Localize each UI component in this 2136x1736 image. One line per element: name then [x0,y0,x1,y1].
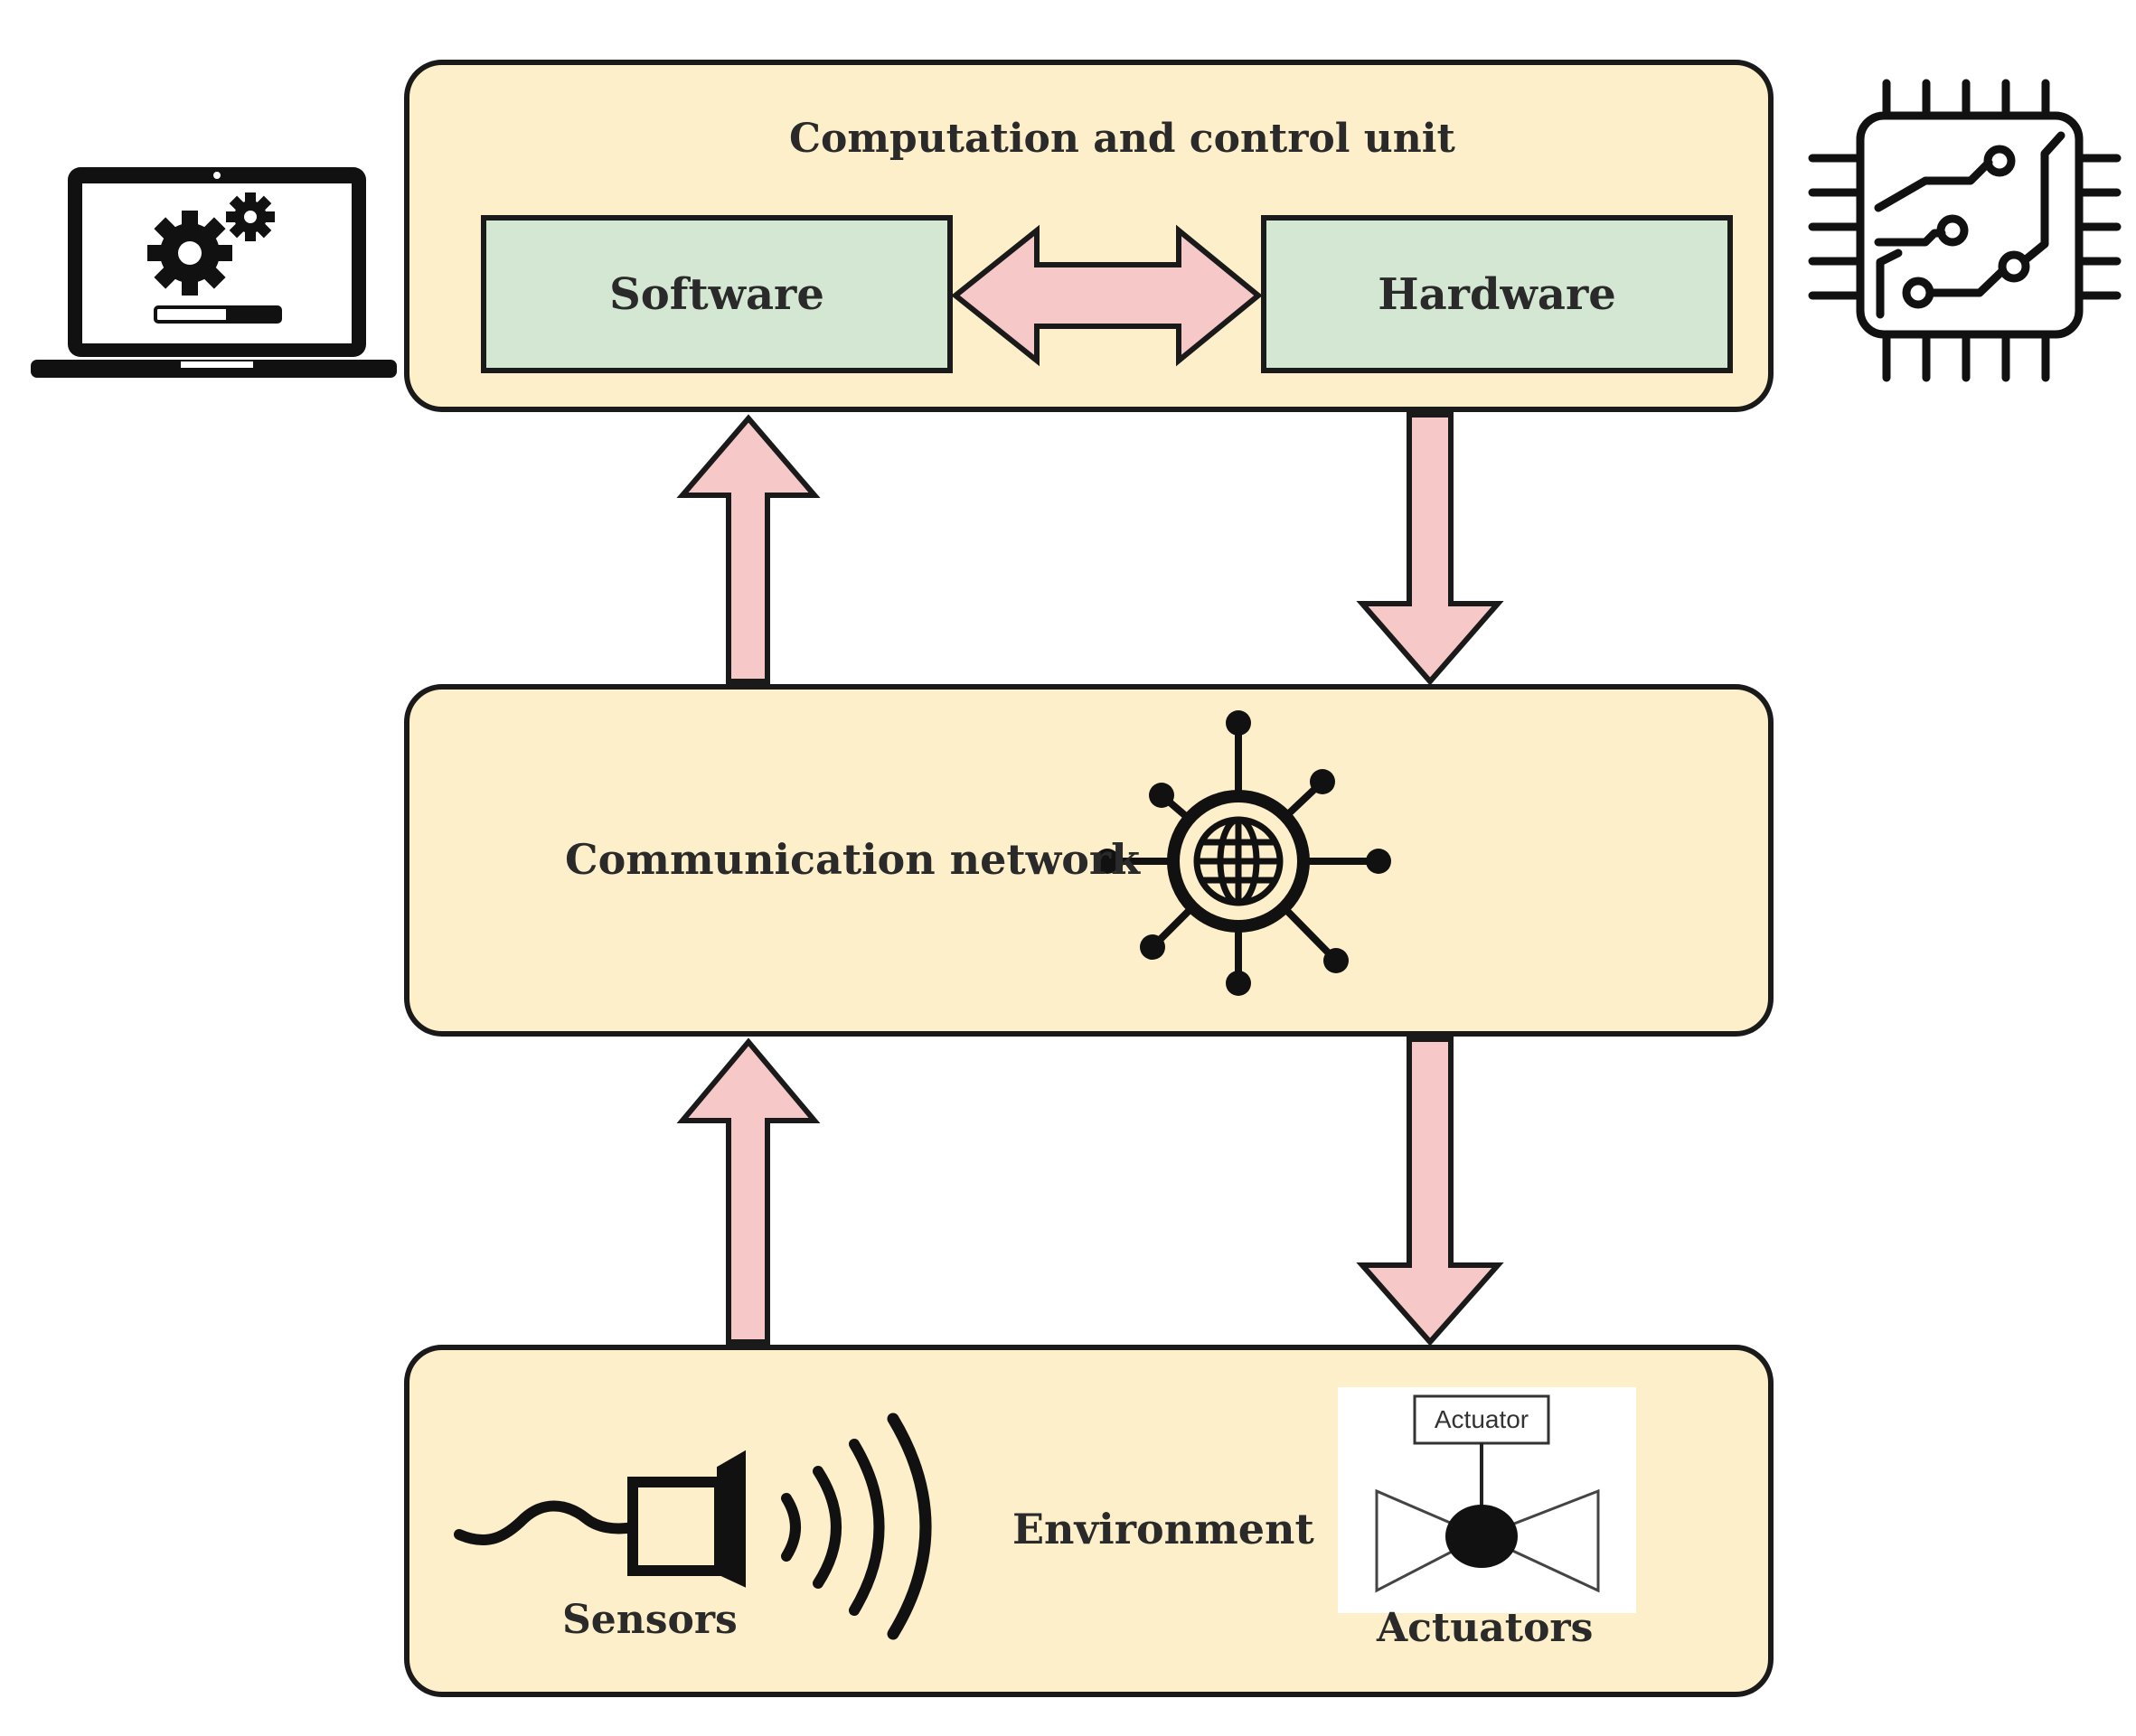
software-box: Software [481,215,953,373]
arrow-down-network-to-environment [1356,1037,1504,1347]
sensors-label: Sensors [562,1597,738,1643]
arrow-up-environment-to-network [676,1037,821,1345]
actuator-valve-icon: Actuator [1338,1387,1636,1613]
hardware-label: Hardware [1378,268,1616,320]
laptop-gears-icon [31,167,397,378]
actuator-box-label: Actuator [1435,1405,1529,1433]
hardware-box: Hardware [1261,215,1733,373]
actuators-label: Actuators [1377,1605,1594,1651]
circuit-chip-icon [1808,79,2122,382]
network-globe-icon [1095,710,1391,996]
arrow-up-network-to-control [676,414,821,684]
software-label: Software [609,268,824,320]
sensor-waves-icon [454,1412,932,1640]
software-hardware-double-arrow [951,224,1263,367]
communication-network-title: Communication network [565,835,1141,884]
environment-title: Environment [1012,1505,1314,1553]
arrow-down-control-to-network [1356,412,1504,686]
communication-network-box [404,684,1774,1037]
computation-unit-title: Computation and control unit [789,116,1455,162]
